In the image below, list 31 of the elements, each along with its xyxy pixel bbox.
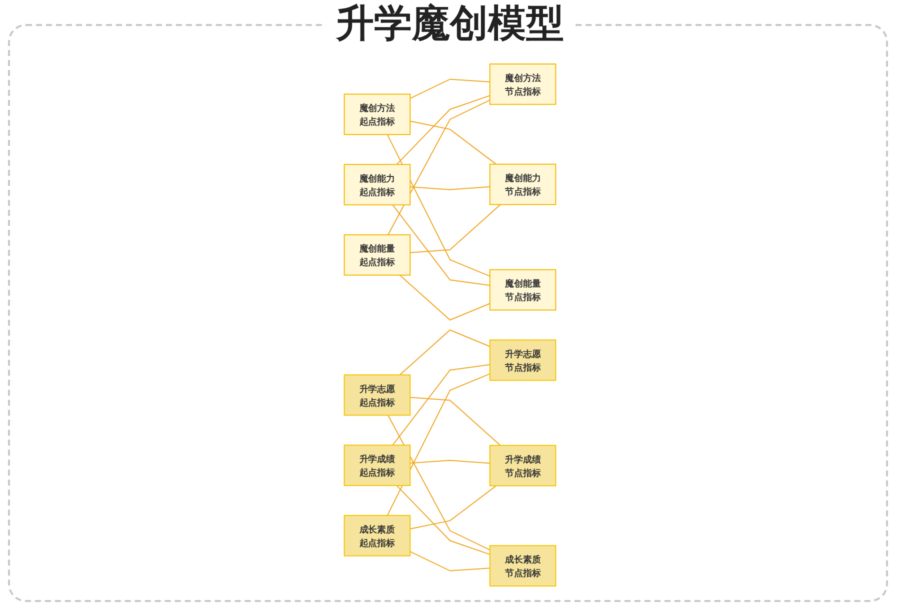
connector <box>410 186 490 190</box>
connector <box>410 460 490 464</box>
connector <box>410 78 490 99</box>
node-box: 升学成绩 节点指标 <box>489 444 556 486</box>
connector <box>388 100 490 236</box>
diagram-title: 升学魔创模型 <box>326 1 574 45</box>
node-box: 升学成绩 起点指标 <box>344 444 411 486</box>
connector <box>396 485 490 555</box>
connector <box>399 274 490 321</box>
node-box: 魔创能力 起点指标 <box>344 164 411 206</box>
connector <box>392 204 490 286</box>
connector <box>399 329 490 376</box>
node-box: 魔创能量 起点指标 <box>344 234 411 276</box>
connector <box>396 95 490 165</box>
node-box: 升学志愿 起点指标 <box>344 374 411 416</box>
node-box: 成长素质 起点指标 <box>344 514 411 556</box>
connector <box>388 414 490 550</box>
connector <box>386 134 490 277</box>
node-box: 魔创能量 节点指标 <box>489 269 556 311</box>
connector <box>410 551 490 572</box>
connector <box>410 485 497 530</box>
node-box: 魔创能力 节点指标 <box>489 164 556 206</box>
connector <box>410 204 501 254</box>
node-box: 魔创方法 起点指标 <box>344 94 411 136</box>
connector <box>386 373 490 516</box>
connector <box>410 396 501 446</box>
node-box: 升学志愿 节点指标 <box>489 339 556 381</box>
connector <box>410 120 497 165</box>
connector <box>392 364 490 446</box>
node-box: 成长素质 节点指标 <box>489 545 556 586</box>
node-box: 魔创方法 节点指标 <box>489 64 556 105</box>
